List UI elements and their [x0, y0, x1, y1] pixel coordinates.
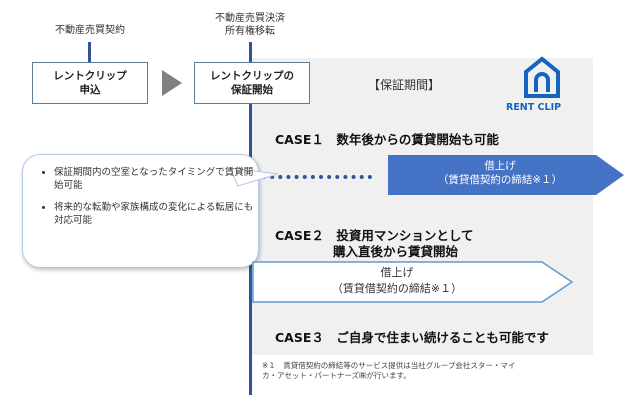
- callout-item: 保証期間内の空室となったタイミングで賃貸開始可能: [54, 166, 254, 192]
- event-settlement-line2: 所有権移転: [225, 26, 275, 37]
- case1-lease-arrow: [388, 155, 624, 195]
- callout-bubble: [22, 154, 259, 268]
- case2-arrow-text: 借上げ （賃貸借契約の締結※１）: [262, 265, 532, 297]
- arrow-right-icon: [162, 70, 182, 96]
- footnote-line1: ※１ 賃貸借契約の締結等のサービス提供は当社グループ会社スター・マイ: [262, 361, 516, 370]
- event-settlement-line1: 不動産売買決済: [215, 13, 285, 24]
- step-start-box: レントクリップの保証開始: [194, 62, 310, 104]
- callout-pointer: [230, 167, 278, 187]
- rent-clip-logo-icon: [524, 56, 560, 98]
- step-apply-box: レントクリップ申込: [32, 62, 148, 104]
- case1-arrow-text: 借上げ （賃貸借契約の締結※１）: [400, 159, 600, 187]
- callout-list: 保証期間内の空室となったタイミングで賃貸開始可能 将来的な転勤や家族構成の変化に…: [34, 166, 254, 227]
- case2-arrow-line2: （賃貸借契約の締結※１）: [331, 282, 463, 295]
- case2-arrow-line1: 借上げ: [380, 266, 414, 279]
- step-apply-line2: 申込: [79, 84, 101, 96]
- footnote-line2: カ・アセット・パートナーズ㈱が行います。: [262, 371, 411, 380]
- rent-clip-logo-text: RENT CLIP: [506, 102, 562, 113]
- step-start-line1: レントクリップの: [210, 70, 294, 82]
- step-start-line2: 保証開始: [231, 84, 273, 96]
- case1-waiting-line: [262, 175, 372, 179]
- case2-title: CASE２ 投資用マンションとして購入直後から賃貸開始: [275, 228, 505, 260]
- case2-title-line2: 購入直後から賃貸開始: [333, 244, 459, 259]
- event-settlement-label: 不動産売買決済所有権移転: [195, 12, 305, 38]
- callout-item: 将来的な転勤や家族構成の変化による転居にも対応可能: [54, 201, 254, 227]
- case1-arrow-line2: （賃貸借契約の締結※１）: [437, 174, 563, 186]
- case1-arrow-line1: 借上げ: [484, 160, 516, 172]
- timeline-tick: [88, 42, 91, 62]
- step-apply-line1: レントクリップ: [53, 70, 127, 82]
- period-label: 【保証期間】: [368, 78, 441, 92]
- case1-title: CASE１ 数年後からの賃貸開始も可能: [275, 132, 499, 147]
- case3-title: CASE３ ご自身で住まい続けることも可能です: [275, 330, 549, 345]
- case2-title-line1: CASE２ 投資用マンションとして: [275, 228, 474, 243]
- case2-lease-arrow: [252, 261, 574, 303]
- guarantee-period-panel: [250, 58, 593, 355]
- event-contract-label: 不動産売買契約: [55, 25, 125, 36]
- footnote: ※１ 賃貸借契約の締結等のサービス提供は当社グループ会社スター・マイカ・アセット…: [262, 361, 602, 381]
